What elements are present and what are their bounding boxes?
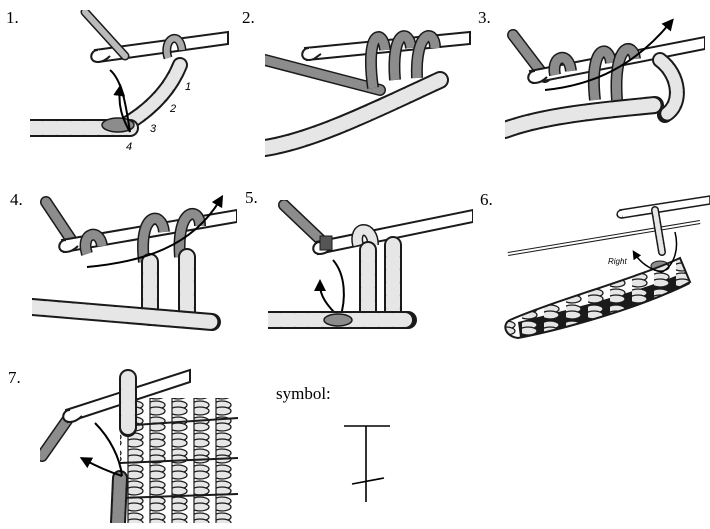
yarn-loops-on-hook (364, 30, 441, 89)
foundation-chain (265, 71, 449, 157)
step-2-number: 2. (242, 8, 255, 27)
yarn-over-arrow (86, 194, 224, 268)
yarn-over-arrow (544, 18, 674, 91)
right-side-label: Right (608, 257, 627, 266)
step-4-number: 4. (10, 190, 23, 209)
foundation-chain (30, 57, 188, 137)
insertion-arrow (79, 457, 123, 477)
crochet-fabric (119, 398, 239, 523)
step-1-illustration: 1 2 3 4 (30, 10, 230, 160)
step-4-illustration (32, 192, 237, 342)
yarn-loops-on-hook (548, 43, 641, 101)
loop-on-hook (319, 235, 333, 251)
step-6-illustration: Right (500, 192, 710, 342)
step-5-illustration (268, 200, 473, 340)
treble-stitches (110, 369, 137, 523)
foundation-chain (505, 52, 685, 139)
foundation-chain (32, 298, 221, 331)
crochet-fabric (504, 256, 692, 340)
loop-label-2: 2 (169, 103, 176, 115)
treble-stitches (650, 206, 670, 272)
step-5-number: 5. (245, 188, 258, 207)
step-7-number: 7. (8, 368, 21, 387)
treble-stitches (141, 248, 196, 326)
step-3-number: 3. (478, 8, 491, 27)
treble-crochet-symbol (338, 420, 398, 510)
step-3-illustration (505, 15, 705, 160)
yarn-loops-on-hook (79, 207, 206, 263)
step-6-number: 6. (480, 190, 493, 209)
loop-label-4: 4 (126, 141, 132, 153)
symbol-label: symbol: (276, 384, 331, 403)
treble-stitches (351, 224, 402, 327)
crochet-hook (616, 195, 710, 219)
turn-arrow (632, 250, 663, 273)
step-7-illustration (40, 368, 240, 523)
step-2-illustration (265, 20, 475, 160)
loop-label-3: 3 (150, 123, 157, 135)
loop-label-1: 1 (185, 81, 191, 93)
step-1-number: 1. (6, 8, 19, 27)
foundation-chain (268, 311, 417, 329)
insertion-arrow (113, 84, 131, 133)
